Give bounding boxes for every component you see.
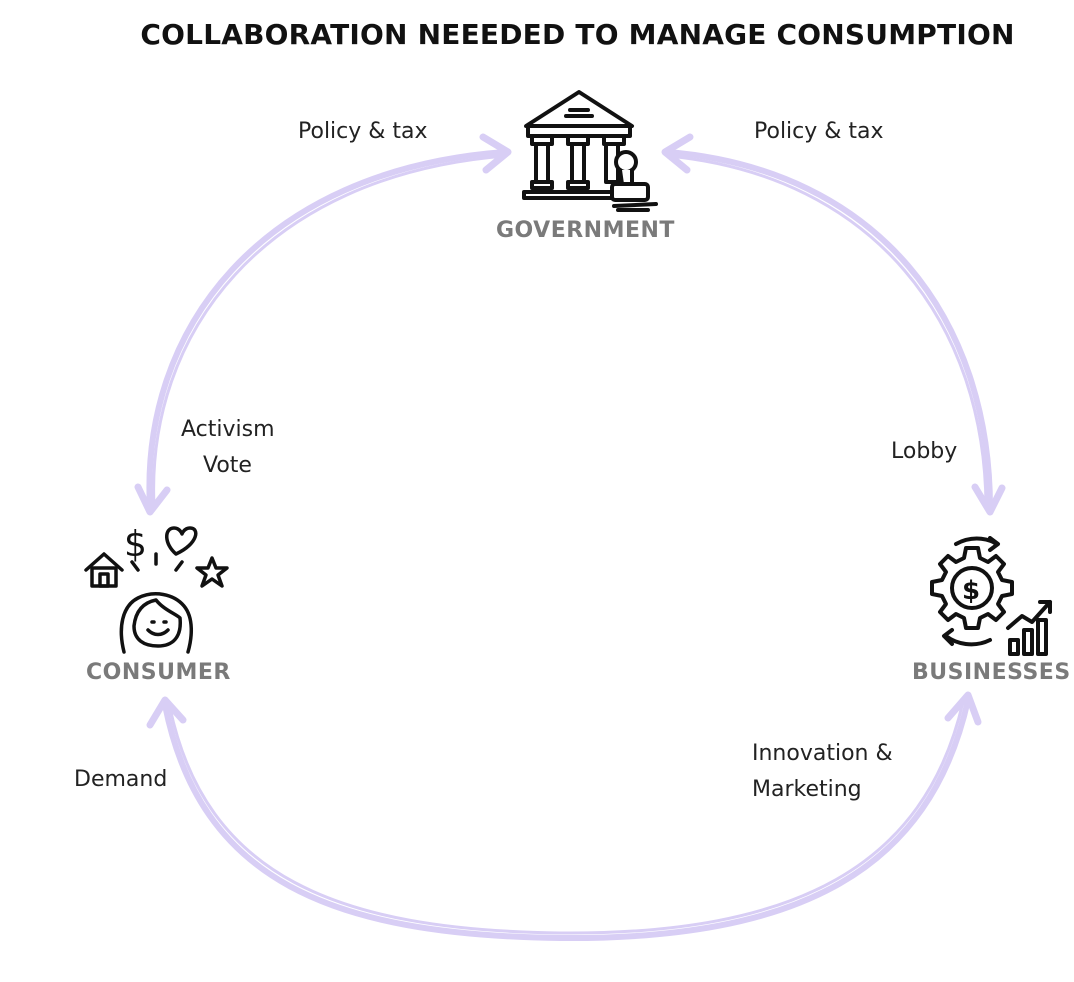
consumer-label: CONSUMER bbox=[86, 660, 231, 685]
businesses-label: BUSINESSES bbox=[912, 660, 1071, 685]
woman-consumer-icon: $ bbox=[84, 524, 229, 654]
edge-label-marketing: Marketing bbox=[752, 777, 862, 802]
arrow-consumer-businesses bbox=[162, 697, 971, 942]
bank-building-icon bbox=[522, 90, 658, 212]
arrowhead-government-right bbox=[661, 133, 694, 174]
edge-label-demand: Demand bbox=[74, 767, 168, 792]
edge-label-innovation: Innovation & bbox=[752, 741, 893, 766]
edge-label-policy-tax-right: Policy & tax bbox=[754, 119, 884, 144]
arrowhead-government-left bbox=[479, 133, 512, 174]
arrowhead-consumer-top bbox=[134, 483, 171, 516]
edge-label-policy-tax-left: Policy & tax bbox=[298, 119, 428, 144]
edge-label-vote: Vote bbox=[203, 453, 252, 478]
diagram-title: COLLABORATION NEEEDED TO MANAGE CONSUMPT… bbox=[140, 18, 1015, 51]
arrowhead-businesses-bottom bbox=[944, 691, 982, 726]
arrowhead-businesses-top bbox=[971, 483, 1006, 516]
arrow-consumer-government bbox=[146, 149, 508, 511]
svg-text:$: $ bbox=[124, 524, 147, 565]
edge-label-lobby: Lobby bbox=[891, 439, 958, 464]
arrow-government-businesses bbox=[665, 149, 993, 511]
arrowhead-consumer-bottom bbox=[146, 696, 187, 729]
edge-label-activism: Activism bbox=[181, 417, 275, 442]
svg-text:$: $ bbox=[962, 576, 980, 606]
government-label: GOVERNMENT bbox=[496, 218, 675, 243]
gear-dollar-growth-icon: $ bbox=[930, 536, 1052, 656]
